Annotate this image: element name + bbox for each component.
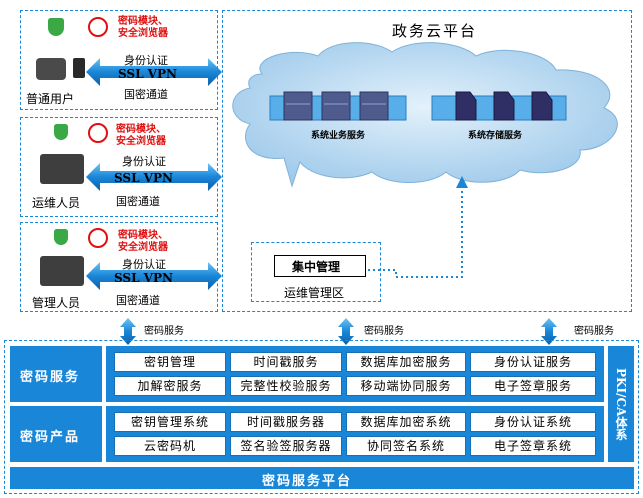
shield-icon xyxy=(48,18,64,36)
user-desktop-icon xyxy=(36,58,66,80)
vpn-arrow-3 xyxy=(86,262,222,290)
crypto-service-link-label: 密码服务 xyxy=(574,326,614,337)
business-service-label: 系统业务服务 xyxy=(311,131,366,141)
shield-icon xyxy=(54,124,68,140)
product-row-header xyxy=(10,406,102,462)
user-zone-1 xyxy=(20,10,218,110)
cloud-shape xyxy=(232,42,618,188)
crypto-service-link-label: 密码服务 xyxy=(364,326,404,337)
channel-label: 国密通道 xyxy=(116,294,160,307)
crypto-module-label-line2: 安全浏览器 xyxy=(118,242,168,253)
gov-cloud-zone xyxy=(222,10,632,312)
product-timestamp-server: 时间戳服务器 xyxy=(230,412,342,432)
user-type-label: 管理人员 xyxy=(32,296,81,310)
service-timestamp: 时间戳服务 xyxy=(230,352,342,372)
service-row-label: 密码服务 xyxy=(20,370,81,385)
product-db-encryption-system: 数据库加密系统 xyxy=(346,412,466,432)
crypto-module-label-line2: 安全浏览器 xyxy=(116,136,166,147)
vpn-label: SSL VPN xyxy=(118,67,177,81)
crypto-link-arrow-3 xyxy=(541,318,557,345)
crypto-module-label-line1: 密码模块、 xyxy=(118,16,168,27)
crypto-platform-bar xyxy=(10,467,634,489)
user-type-label: 运维人员 xyxy=(32,196,81,210)
centralized-management-box xyxy=(274,255,366,277)
service-row-header xyxy=(10,346,102,402)
channel-label: 国密通道 xyxy=(124,88,168,101)
user-zone-3 xyxy=(20,222,218,312)
globe-icon xyxy=(88,17,108,37)
management-link-arrowhead xyxy=(456,176,468,188)
ops-management-zone xyxy=(251,242,381,302)
product-key-management-system: 密钥管理系统 xyxy=(114,412,226,432)
auth-label: 身份认证 xyxy=(122,155,166,168)
crypto-module-label-line2: 安全浏览器 xyxy=(118,28,168,39)
crypto-service-link-label: 密码服务 xyxy=(144,326,184,337)
product-row-label: 密码产品 xyxy=(20,430,81,445)
product-collab-sign-system: 协同签名系统 xyxy=(346,436,466,456)
crypto-platform-label: 密码服务平台 xyxy=(262,474,353,489)
vpn-label: SSL VPN xyxy=(114,171,173,185)
service-db-encryption: 数据库加密服务 xyxy=(346,352,466,372)
management-link xyxy=(368,185,463,278)
centralized-management-label: 集中管理 xyxy=(292,260,341,274)
admin-desk-icon xyxy=(40,256,84,286)
globe-icon xyxy=(88,228,108,248)
service-mobile-collab: 移动端协同服务 xyxy=(346,376,466,396)
user-zone-2 xyxy=(20,117,218,217)
product-identity-auth-system: 身份认证系统 xyxy=(470,412,596,432)
ops-zone-label: 运维管理区 xyxy=(284,286,345,300)
service-identity-auth: 身份认证服务 xyxy=(470,352,596,372)
globe-icon xyxy=(88,123,108,143)
shield-icon xyxy=(54,229,68,245)
product-e-seal-system: 电子签章系统 xyxy=(470,436,596,456)
channel-label: 国密通道 xyxy=(116,195,160,208)
gov-cloud-title: 政务云平台 xyxy=(392,22,478,40)
product-cloud-crypto-machine: 云密码机 xyxy=(114,436,226,456)
crypto-module-label-line1: 密码模块、 xyxy=(118,230,168,241)
crypto-link-arrow-2 xyxy=(338,318,354,345)
pki-ca-sidebar xyxy=(608,346,634,462)
service-integrity-check: 完整性校验服务 xyxy=(230,376,342,396)
crypto-module-label-line1: 密码模块、 xyxy=(116,124,166,135)
vpn-arrow-1 xyxy=(86,58,222,86)
vpn-label: SSL VPN xyxy=(114,271,173,285)
operator-desk-icon xyxy=(40,154,84,184)
crypto-link-arrow-1 xyxy=(120,318,136,345)
vpn-arrow-2 xyxy=(86,163,222,191)
service-key-management: 密钥管理 xyxy=(114,352,226,372)
service-e-seal: 电子签章服务 xyxy=(470,376,596,396)
auth-label: 身份认证 xyxy=(122,258,166,271)
service-encrypt-decrypt: 加解密服务 xyxy=(114,376,226,396)
storage-server-group xyxy=(431,91,567,121)
crypto-platform-zone xyxy=(4,340,639,494)
pki-ca-label: PKI/CA体系 xyxy=(614,367,628,441)
product-sign-verify-server: 签名验签服务器 xyxy=(230,436,342,456)
user-type-label: 普通用户 xyxy=(26,92,75,106)
storage-service-label: 系统存储服务 xyxy=(468,131,523,141)
auth-label: 身份认证 xyxy=(124,54,168,67)
business-server-group xyxy=(269,91,407,121)
tablet-icon xyxy=(73,58,85,78)
